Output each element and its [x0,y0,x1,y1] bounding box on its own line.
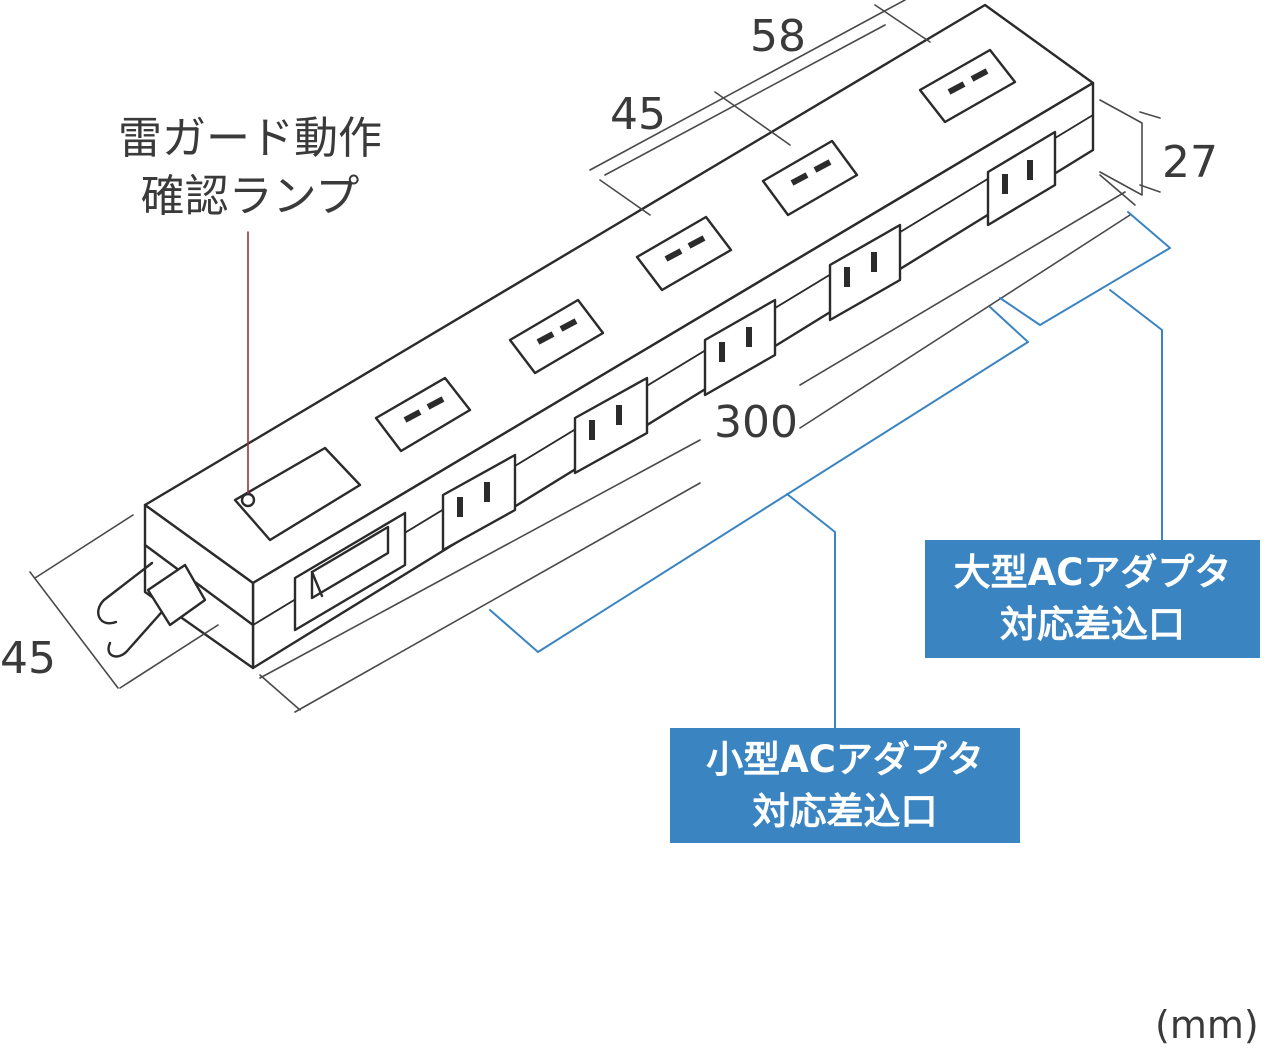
adapter-brackets [489,211,1171,741]
lamp-label-line1: 雷ガード動作 [118,113,382,164]
small-adapter-line2: 対応差込口 [752,789,938,833]
small-adapter-line1: 小型ACアダプタ [706,737,984,781]
dimension-27: 27 [1162,137,1218,188]
dimension-45-side: 45 [0,633,56,684]
large-adapter-line2: 対応差込口 [1000,603,1185,646]
side-outlets [441,130,1057,552]
lamp-label-line2: 確認ランプ [140,171,360,222]
power-cord [97,561,207,658]
dimension-lines [29,0,1161,713]
side-outlet-slots [457,160,1033,517]
dimension-58: 58 [750,11,806,62]
lamp-label: 雷ガード動作 確認ランプ [100,110,400,226]
small-adapter-callout: 小型ACアダプタ 対応差込口 [670,728,1020,843]
top-outlet-slots [403,68,989,423]
lamp-panel [233,446,362,542]
dimension-300: 300 [714,397,798,448]
top-outlets [374,48,1017,453]
dimension-45-top: 45 [610,89,666,140]
large-adapter-callout: 大型ACアダプタ 対応差込口 [925,540,1260,658]
large-adapter-line1: 大型ACアダプタ [953,551,1232,594]
power-switch [293,511,407,632]
unit-label: (mm) [1155,1003,1259,1047]
